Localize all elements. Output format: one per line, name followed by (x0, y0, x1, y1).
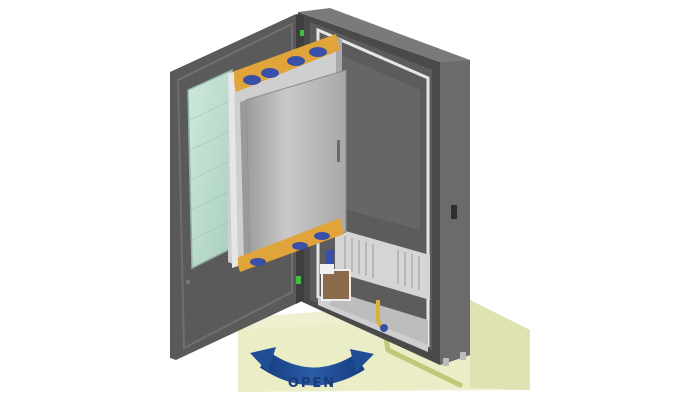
door-window (187, 68, 233, 270)
top-fans (243, 30, 327, 85)
open-arrow-icon (250, 347, 374, 386)
small-module (321, 269, 351, 301)
lock-handle (451, 205, 457, 219)
swing-frame (228, 30, 347, 272)
cooling-unit-panel (245, 69, 347, 263)
bottom-fans (250, 232, 330, 266)
open-label: OPEN (288, 376, 336, 391)
lower-compartment (318, 228, 430, 352)
bottom-rail (236, 218, 344, 272)
